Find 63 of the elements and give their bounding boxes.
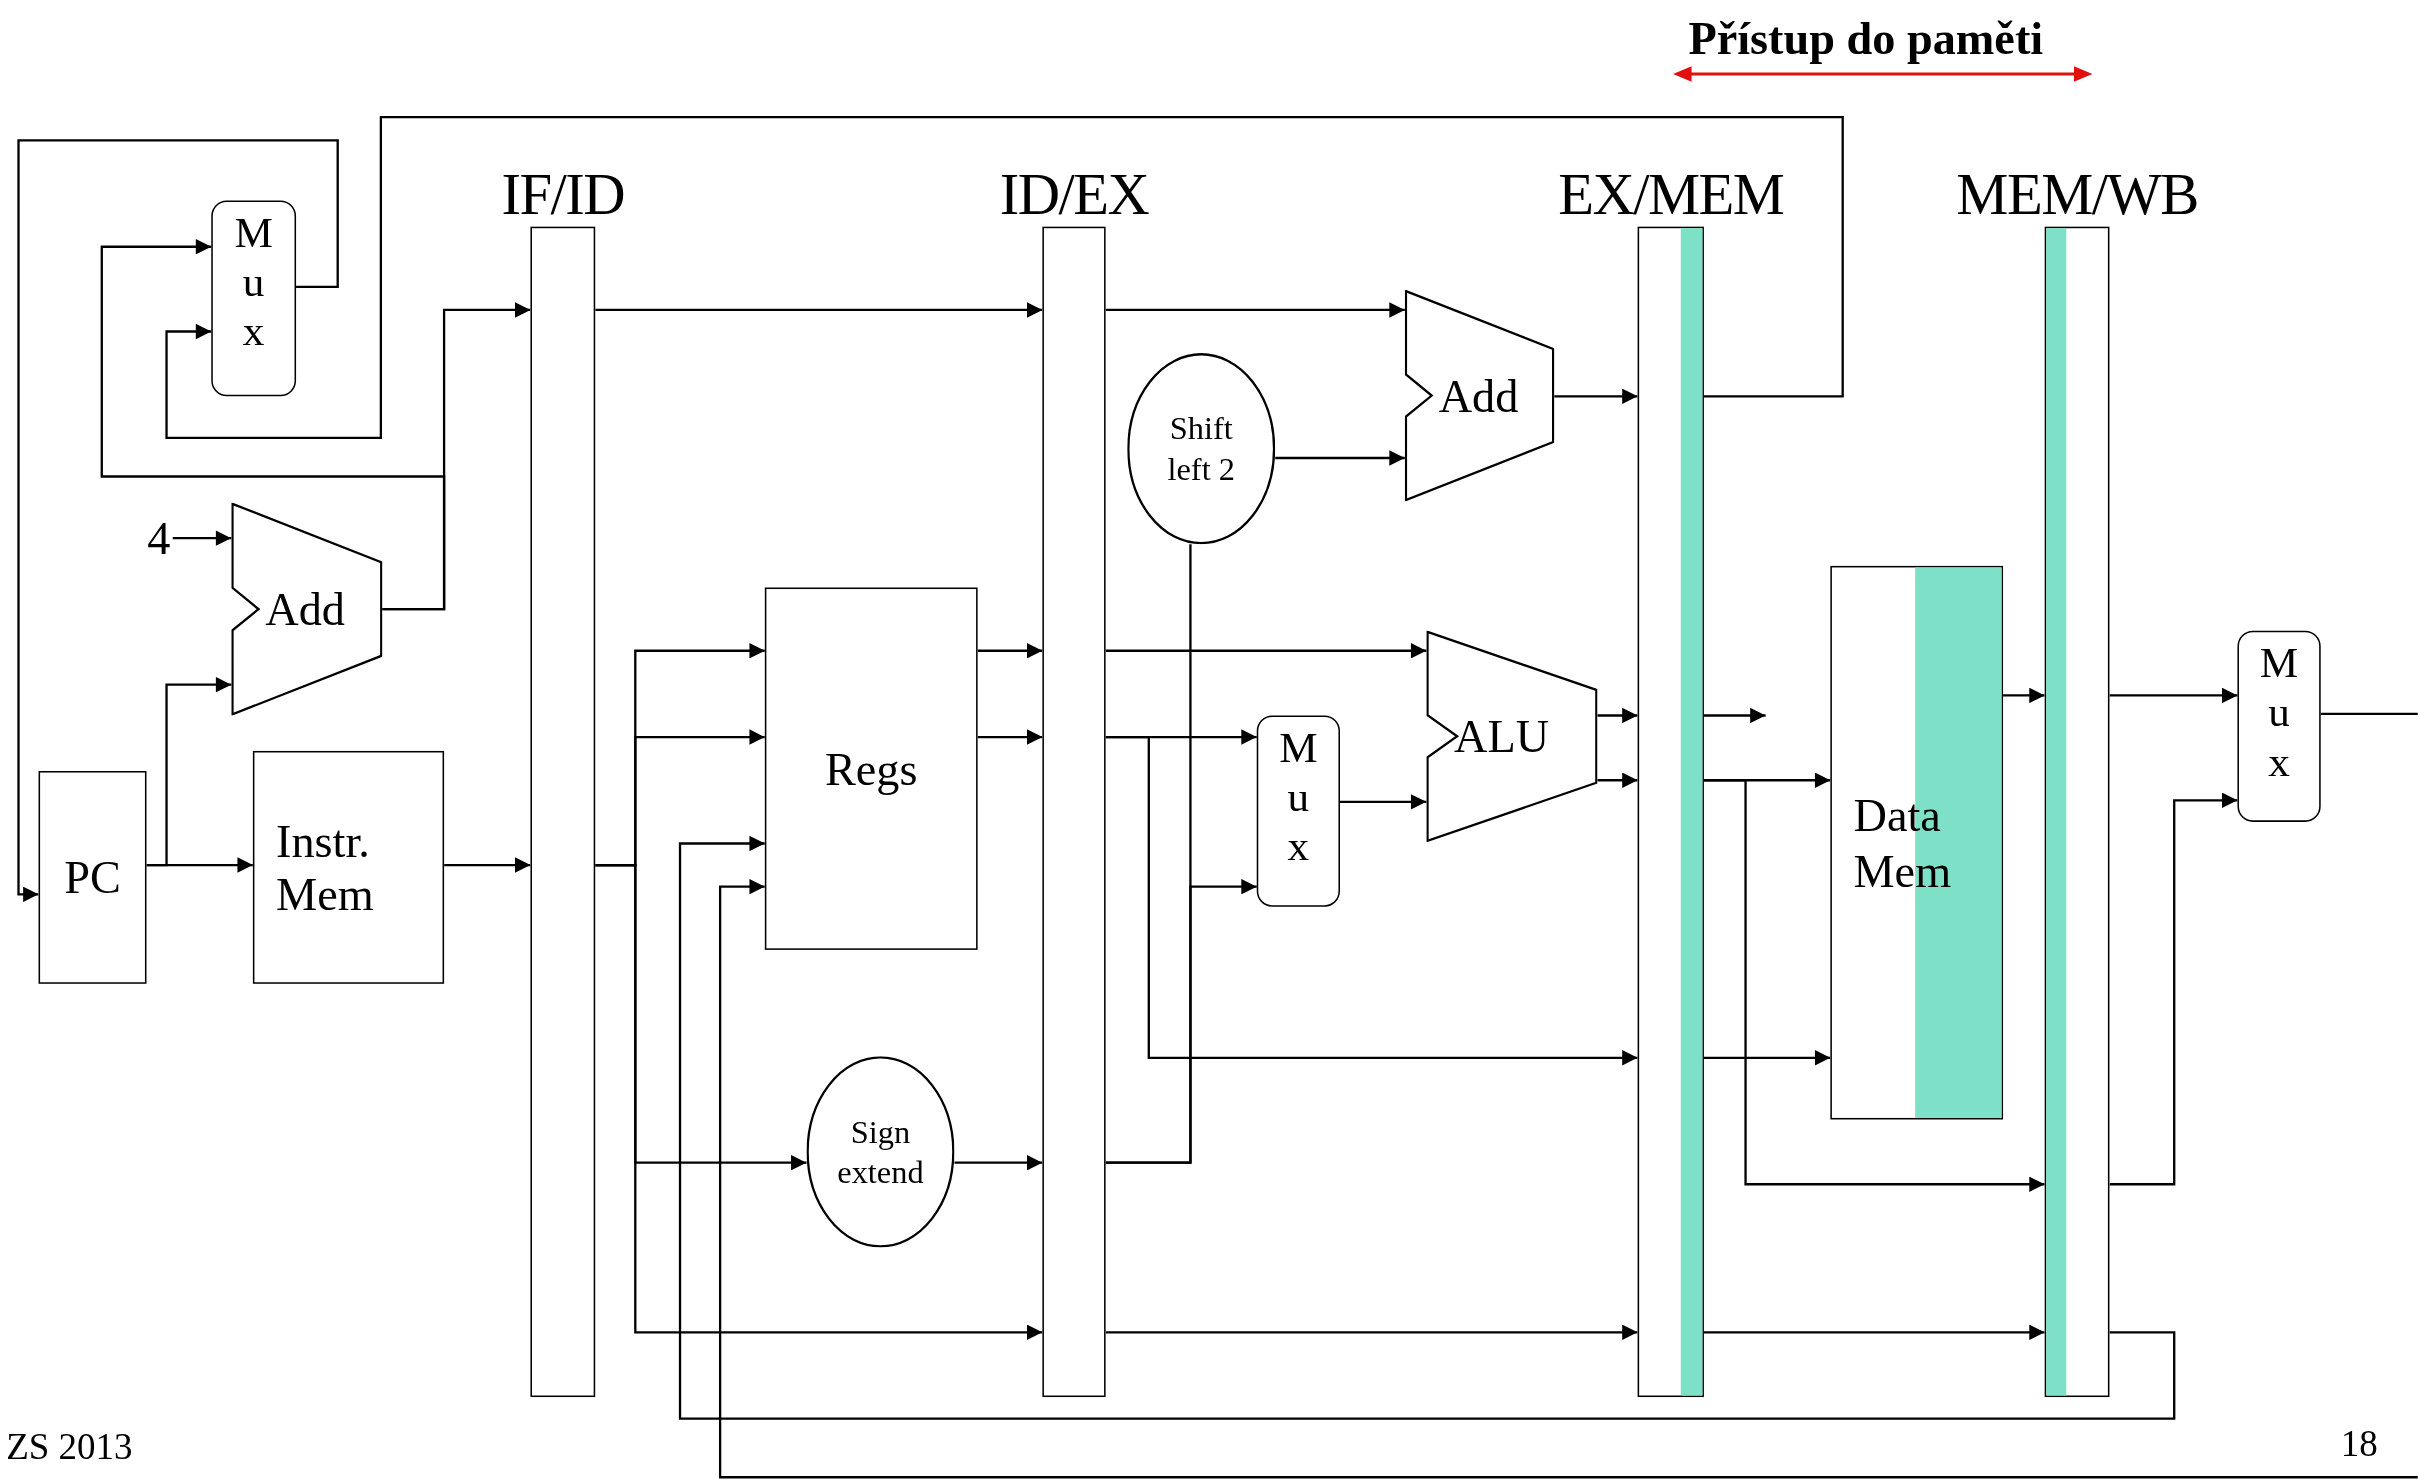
input-label: 4 [147, 515, 171, 562]
register-label: IF/ID [501, 163, 625, 226]
arrow [1105, 735, 1638, 1066]
arrow [678, 835, 2176, 1420]
arrow [1105, 302, 1405, 318]
arrow [2109, 792, 2238, 1186]
wire [2320, 712, 2418, 716]
block-box [764, 587, 978, 950]
block-label: Shift left 2 [1166, 409, 1236, 489]
mux-label: M u x [1278, 723, 1319, 872]
adder-shape [231, 502, 383, 716]
mux-box [2237, 630, 2321, 822]
arrow [1703, 779, 2045, 1192]
block-box [38, 771, 147, 984]
block-label: Sign extend [836, 1112, 925, 1192]
arrow [595, 302, 1043, 318]
memory-box [1830, 565, 2004, 1120]
arrow [1105, 878, 1257, 1164]
arrow [1554, 388, 1638, 404]
arrow [977, 643, 1043, 659]
register-label: EX/MEM [1558, 163, 1784, 226]
arrow [595, 863, 1043, 1340]
section-title: Přístup do paměti [1688, 12, 2044, 65]
arrow [17, 139, 339, 903]
register-label: MEM/WB [1956, 163, 2198, 226]
ellipse-node [806, 1056, 955, 1248]
arrow [444, 857, 531, 873]
register-label: ID/EX [999, 163, 1149, 226]
block-label: Regs [824, 742, 918, 795]
arrow [1703, 1324, 2045, 1340]
arrow [146, 857, 253, 873]
mux-box [1256, 715, 1340, 907]
footer-text: ZS 2013 [6, 1425, 133, 1468]
block-label: Data Mem [1853, 787, 1953, 898]
arrow [1703, 1050, 1831, 1066]
alu-shape [1426, 630, 1598, 842]
arrow [1597, 707, 1638, 724]
arrow [165, 116, 1844, 440]
arrow [954, 1154, 1043, 1171]
mux-label: M u x [233, 208, 274, 357]
arrow [2109, 687, 2238, 704]
arrow [1597, 772, 1638, 788]
block-label: Instr. Mem [276, 814, 375, 920]
ellipse-node [1127, 353, 1276, 545]
adder-shape [1404, 289, 1555, 502]
arrow [2003, 687, 2045, 704]
block-box [252, 750, 445, 984]
arrow [172, 530, 232, 546]
block-label: Add [1438, 369, 1519, 422]
arrow [977, 729, 1043, 745]
block-label: PC [64, 851, 121, 904]
mux-label: M u x [2258, 638, 2300, 787]
mux-box [211, 200, 297, 397]
arrow [718, 878, 2418, 1479]
arrow [100, 239, 446, 611]
arrow [1105, 643, 1427, 659]
arrow [1703, 707, 1766, 724]
arrow [1275, 450, 1405, 466]
block-label: ALU [1454, 710, 1550, 763]
arrow [1105, 1324, 1638, 1340]
arrow [1340, 794, 1427, 810]
block-label: Add [265, 582, 345, 636]
page-number: 18 [2340, 1422, 2378, 1465]
